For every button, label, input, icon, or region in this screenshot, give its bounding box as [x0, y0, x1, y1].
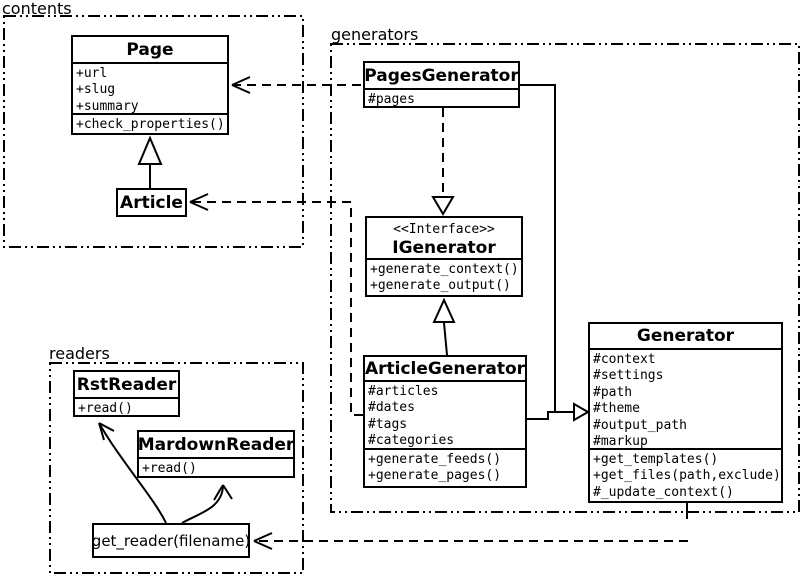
- edge-articlegenerator-to-article-dependency: [189, 193, 363, 416]
- function-box-get-reader: get_reader(filename): [92, 523, 250, 558]
- method: +read(): [142, 461, 197, 476]
- method: #_update_context(): [593, 484, 734, 500]
- edge-article-to-page-generalization: [137, 135, 163, 188]
- method: +generate_context(): [370, 262, 519, 277]
- class-box-generator: Generator #context #settings #path #them…: [588, 322, 783, 503]
- package-label-contents: contents: [2, 0, 72, 18]
- attribute: +summary: [76, 98, 139, 114]
- attribute: +slug: [76, 82, 116, 98]
- class-name-generator: Generator: [590, 324, 781, 350]
- attribute: #dates: [368, 400, 415, 416]
- package-label-generators: generators: [331, 25, 419, 44]
- attribute: #path: [593, 384, 633, 400]
- class-methods-articlegenerator: +generate_feeds() +generate_pages(): [365, 450, 525, 486]
- class-name-page: Page: [73, 37, 227, 64]
- edge-generators-to-generator-generalization: [520, 84, 591, 422]
- class-header-igenerator: <<Interface>> IGenerator: [367, 218, 521, 260]
- class-name-pagesgenerator: PagesGenerator: [365, 63, 518, 90]
- class-name-mardownreader: MardownReader: [139, 432, 293, 459]
- class-box-mardownreader: MardownReader +read(): [137, 430, 295, 478]
- method: +read(): [78, 401, 133, 416]
- class-methods-igenerator: +generate_context() +generate_output(): [367, 260, 521, 295]
- class-box-igenerator: <<Interface>> IGenerator +generate_conte…: [365, 216, 523, 297]
- class-attributes-page: +url +slug +summary: [73, 64, 227, 115]
- method: +get_templates(): [593, 452, 719, 467]
- edge-generator-to-getreader-dependency: [253, 503, 688, 550]
- method: +generate_output(): [370, 278, 511, 294]
- class-methods-rstreader: +read(): [75, 399, 178, 417]
- class-attributes-pagesgenerator: #pages: [365, 90, 518, 108]
- method: +generate_pages(): [368, 468, 502, 484]
- class-name-articlegenerator: ArticleGenerator: [365, 357, 525, 382]
- class-methods-generator: +get_templates() +get_files(path,exclude…: [590, 450, 781, 501]
- attribute: #articles: [368, 384, 439, 399]
- package-border-readers: [49, 362, 304, 574]
- package-border-generators: [330, 43, 800, 513]
- edge-getreader-to-rstreader-arrow: [98, 422, 167, 524]
- attribute: #theme: [593, 401, 640, 417]
- edge-getreader-to-mardownreader-arrow: [181, 484, 233, 524]
- attribute: #pages: [368, 92, 415, 107]
- class-name-rstreader: RstReader: [75, 372, 178, 399]
- attribute: #categories: [368, 433, 455, 449]
- method: +generate_feeds(): [368, 452, 502, 467]
- class-box-articlegenerator: ArticleGenerator #articles #dates #tags …: [363, 355, 527, 488]
- attribute: #tags: [368, 416, 408, 432]
- class-name-article: Article: [120, 192, 183, 213]
- class-attributes-articlegenerator: #articles #dates #tags #categories: [365, 382, 525, 450]
- attribute: #markup: [593, 434, 648, 450]
- class-box-page: Page +url +slug +summary +check_properti…: [71, 35, 229, 135]
- class-box-pagesgenerator: PagesGenerator #pages: [363, 61, 520, 108]
- package-border-contents: [3, 15, 304, 248]
- attribute: +url: [76, 66, 108, 81]
- class-methods-page: +check_properties(): [73, 115, 227, 137]
- method: +check_properties(): [76, 117, 225, 132]
- attribute: #settings: [593, 368, 664, 384]
- edge-pagesgenerator-to-igenerator-realization: [431, 108, 455, 216]
- class-box-rstreader: RstReader +read(): [73, 370, 180, 417]
- stereotype-interface: <<Interface>>: [393, 222, 495, 237]
- package-label-readers: readers: [49, 344, 110, 363]
- class-attributes-generator: #context #settings #path #theme #output_…: [590, 350, 781, 450]
- attribute: #context: [593, 352, 656, 367]
- attribute: #output_path: [593, 417, 687, 433]
- method: +get_files(path,exclude): [593, 468, 781, 484]
- class-methods-mardownreader: +read(): [139, 459, 293, 478]
- class-box-article: Article: [116, 188, 187, 217]
- edge-articlegenerator-to-igenerator-generalization: [432, 297, 456, 356]
- class-name-igenerator: IGenerator: [392, 238, 496, 258]
- edge-pagesgenerator-to-page-dependency: [231, 76, 361, 94]
